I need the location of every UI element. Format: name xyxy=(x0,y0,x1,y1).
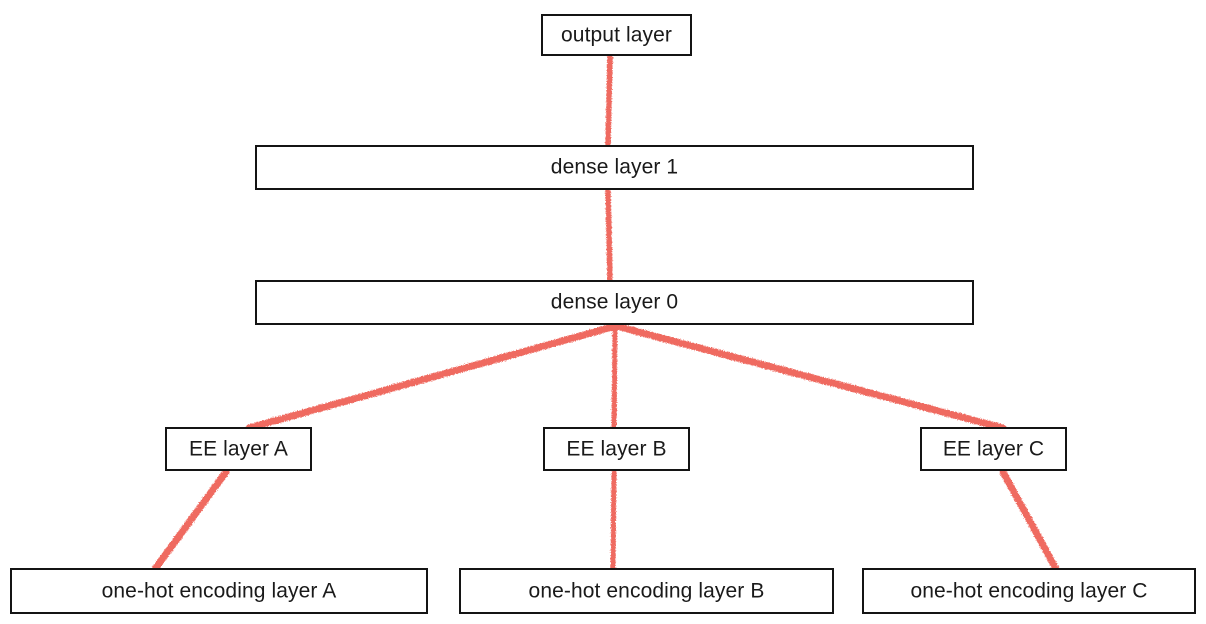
node-one-hot-encoding-layer-a[interactable]: one-hot encoding layer A xyxy=(10,568,428,614)
node-output-layer-label: output layer xyxy=(561,23,672,46)
node-one-hot-encoding-layer-b[interactable]: one-hot encoding layer B xyxy=(459,568,834,614)
node-ee-layer-b-label: EE layer B xyxy=(566,437,667,460)
edge-eec-to-dense0 xyxy=(612,322,1007,432)
node-dense-layer-1-label: dense layer 1 xyxy=(550,155,679,179)
edge-onehota-to-eea xyxy=(151,468,230,573)
node-one-hot-encoding-layer-a-label: one-hot encoding layer A xyxy=(101,579,337,602)
node-dense-layer-0[interactable]: dense layer 0 xyxy=(255,280,974,325)
edge-onehotb-to-eeb xyxy=(610,469,617,571)
edge-eeb-to-dense0 xyxy=(611,323,618,430)
node-output-layer[interactable]: output layer xyxy=(541,14,692,56)
node-dense-layer-0-label: dense layer 0 xyxy=(550,290,679,314)
node-ee-layer-b[interactable]: EE layer B xyxy=(543,427,690,471)
node-ee-layer-a[interactable]: EE layer A xyxy=(165,427,312,471)
edge-eea-to-dense0 xyxy=(245,322,620,432)
edge-onehotc-to-eec xyxy=(999,468,1060,573)
node-ee-layer-a-label: EE layer A xyxy=(188,437,289,460)
edge-dense0-to-dense1 xyxy=(605,188,613,283)
node-ee-layer-c[interactable]: EE layer C xyxy=(920,427,1067,471)
node-one-hot-encoding-layer-b-label: one-hot encoding layer B xyxy=(528,579,765,602)
node-ee-layer-c-label: EE layer C xyxy=(942,437,1045,460)
node-dense-layer-1[interactable]: dense layer 1 xyxy=(255,145,974,190)
edge-dense1-to-output xyxy=(605,54,613,148)
node-one-hot-encoding-layer-c[interactable]: one-hot encoding layer C xyxy=(862,568,1196,614)
node-one-hot-encoding-layer-c-label: one-hot encoding layer C xyxy=(910,579,1148,602)
